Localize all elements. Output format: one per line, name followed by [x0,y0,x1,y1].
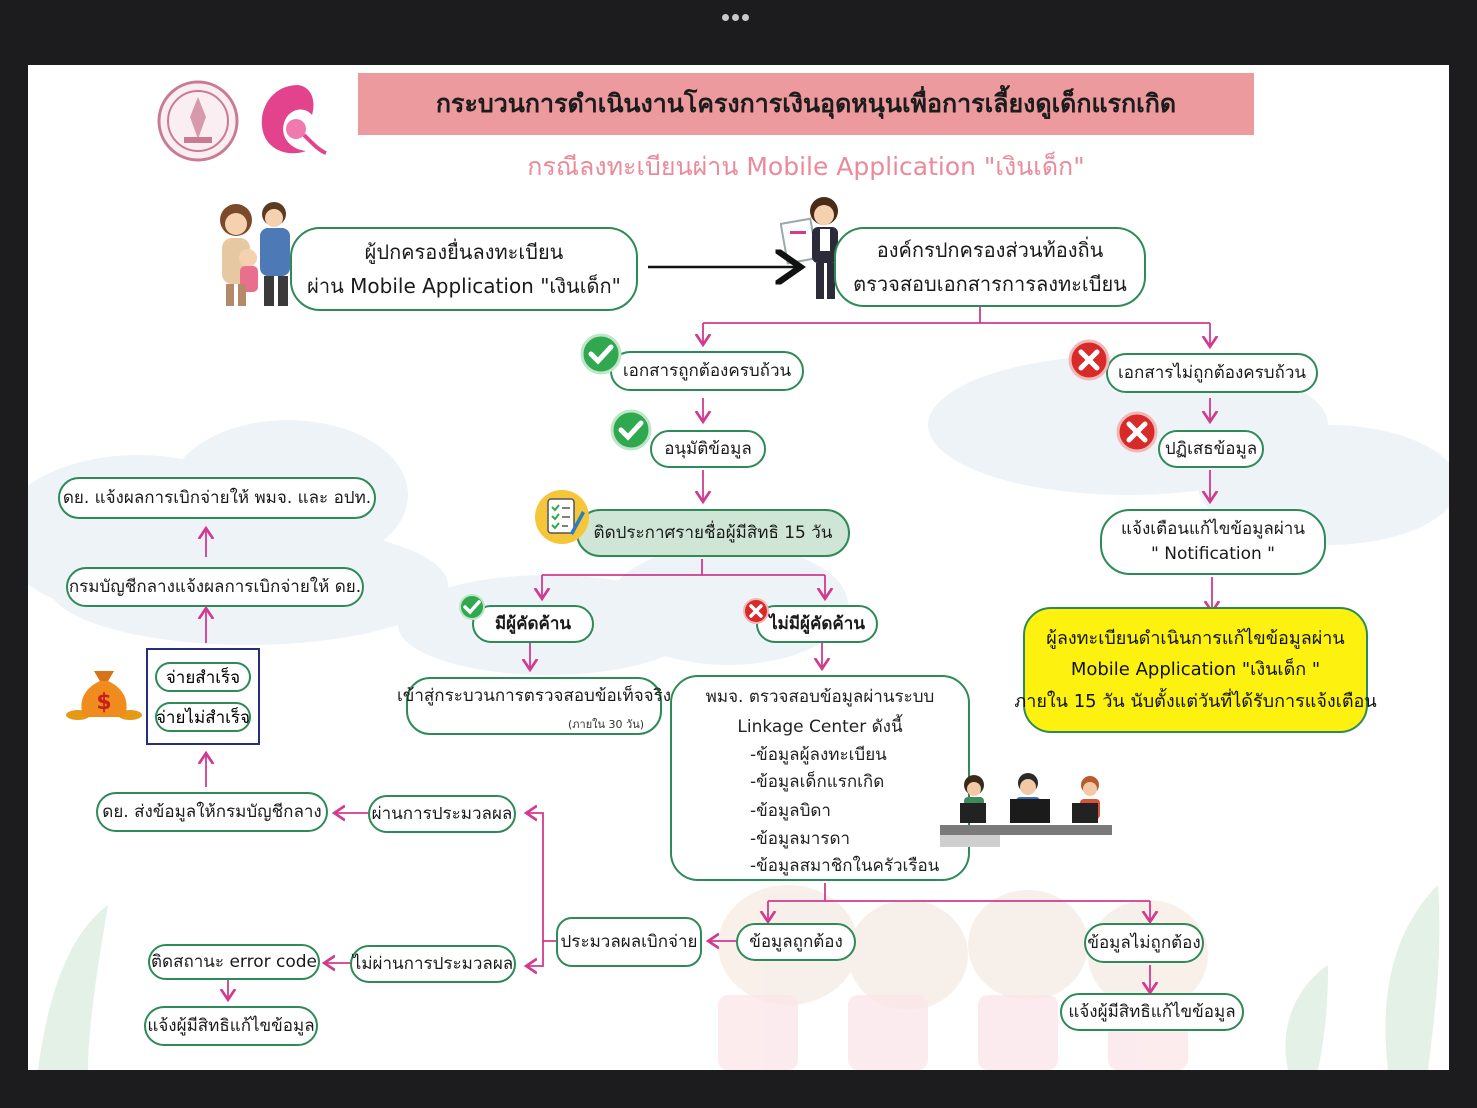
apply-registration-node: ผู้ปกครองยื่นลงทะเบียน ผ่าน Mobile Appli… [290,227,638,311]
linkage-item: -ข้อมูลมารดา [750,829,851,849]
error-code-node: ติดสถานะ error code [148,944,320,980]
fix-data-node: ผู้ลงทะเบียนดำเนินการแก้ไขข้อมูลผ่าน Mob… [1014,607,1377,733]
notify-line-1: แจ้งเตือนแก้ไขข้อมูลผ่าน [1121,519,1305,540]
svg-text:$: $ [96,690,111,715]
page-subtitle: กรณีลงทะเบียนผ่าน Mobile Application "เง… [527,152,1085,181]
final-report-node: ดย. แจ้งผลการเบิกจ่ายให้ พมจ. และ อปท. [58,477,376,519]
linkage-center-node: พมจ. ตรวจสอบข้อมูลผ่านระบบ Linkage Cente… [670,675,970,881]
reject-node: ปฏิเสธข้อมูล [1158,430,1264,468]
announce-node: ติดประกาศรายชื่อผู้มีสิทธิ 15 วัน [576,509,850,557]
linkage-item: -ข้อมูลเด็กแรกเกิด [750,772,885,792]
apply-line-1: ผู้ปกครองยื่นลงทะเบียน [364,240,564,264]
check-icon [610,409,652,451]
notify-line-2: " Notification " [1151,544,1275,564]
cross-icon [743,598,769,624]
payment-result-frame: จ่ายสำเร็จ จ่ายไม่สำเร็จ [146,648,260,745]
check-icon [459,594,485,620]
objection-node: มีผู้คัดค้าน [472,605,594,643]
docs-incomplete-node: เอกสารไม่ถูกต้องครบถ้วน [1106,353,1318,393]
notify-fix-right-node: แจ้งผู้มีสิทธิแก้ไขข้อมูล [1060,993,1244,1031]
page-title: กระบวนการดำเนินงานโครงการเงินอุดหนุนเพื่… [358,73,1254,135]
pay-fail-pill: จ่ายไม่สำเร็จ [155,702,251,732]
ministry-seal-icon [157,80,239,162]
flowchart-slide: กระบวนการดำเนินงานโครงการเงินอุดหนุนเพื่… [28,65,1449,1070]
fact-check-label: เข้าสู่กระบวนการตรวจสอบข้อเท็จจริง [396,686,672,706]
notify-node: แจ้งเตือนแก้ไขข้อมูลผ่าน " Notification … [1100,509,1326,575]
linkage-head-1: พมจ. ตรวจสอบข้อมูลผ่านระบบ [705,687,935,707]
fail-processing-node: ไม่ผ่านการประมวลผล [350,945,516,983]
process-payment-node: ประมวลผลเบิกจ่าย [556,917,702,967]
data-incorrect-node: ข้อมูลไม่ถูกต้อง [1084,923,1204,963]
fix-line-3: ภายใน 15 วัน นับตั้งแต่วันที่ได้รับการแจ… [1014,690,1377,712]
pay-success-pill: จ่ายสำเร็จ [155,662,251,692]
fact-check-node: เข้าสู่กระบวนการตรวจสอบข้อเท็จจริง [397,677,671,735]
cross-icon [1068,339,1110,381]
cross-icon [1116,411,1158,453]
linkage-head-2: Linkage Center ดังนี้ [737,717,903,737]
connector-lines [28,65,1449,1070]
linkage-item: -ข้อมูลบิดา [750,801,831,821]
office-staff-icon [940,773,1112,847]
notify-fix-left-node: แจ้งผู้มีสิทธิแก้ไขข้อมูล [144,1006,318,1046]
mother-child-logo-icon [261,85,327,155]
local-line-1: องค์กรปกครองส่วนท้องถิ่น [876,238,1104,262]
family-illustration-icon [220,202,290,306]
checklist-icon [535,490,589,544]
apply-line-2: ผ่าน Mobile Application "เงินเด็ก" [307,274,621,298]
send-cgd-node: ดย. ส่งข้อมูลให้กรมบัญชีกลาง [96,792,328,832]
fact-check-note: (ภายใน 30 วัน) [568,718,645,731]
no-objection-node: ไม่มีผู้คัดค้าน [756,605,878,643]
fix-line-1: ผู้ลงทะเบียนดำเนินการแก้ไขข้อมูลผ่าน [1046,627,1345,649]
check-icon [580,333,622,375]
local-office-node: องค์กรปกครองส่วนท้องถิ่น ตรวจสอบเอกสารกา… [834,227,1146,307]
data-correct-node: ข้อมูลถูกต้อง [736,923,856,961]
money-bag-icon: $ [66,671,142,720]
officer-illustration-icon [780,197,838,299]
linkage-item: -ข้อมูลผู้ลงทะเบียน [750,745,887,765]
window-menu-dots[interactable] [722,6,756,21]
fix-line-2: Mobile Application "เงินเด็ก " [1070,659,1321,681]
approve-node: อนุมัติข้อมูล [650,430,766,468]
docs-complete-node: เอกสารถูกต้องครบถ้วน [610,351,804,391]
linkage-item: -ข้อมูลสมาชิกในครัวเรือน [750,856,940,876]
cgd-report-node: กรมบัญชีกลางแจ้งผลการเบิกจ่ายให้ ดย. [66,567,364,607]
pass-processing-node: ผ่านการประมวลผล [368,795,516,833]
local-line-2: ตรวจสอบเอกสารการลงทะเบียน [853,272,1127,296]
